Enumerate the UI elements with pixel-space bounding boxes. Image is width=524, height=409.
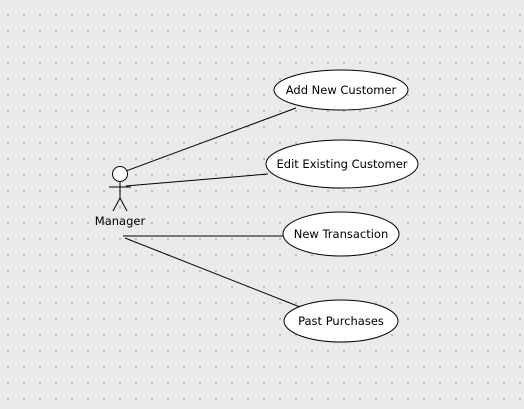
use-case-label: Past Purchases bbox=[298, 314, 384, 328]
use-case-past-purchases[interactable]: Past Purchases bbox=[283, 299, 399, 343]
use-case-edit-existing-customer[interactable]: Edit Existing Customer bbox=[265, 139, 419, 189]
use-case-label: New Transaction bbox=[294, 227, 389, 241]
use-case-new-transaction[interactable]: New Transaction bbox=[282, 211, 400, 257]
actor-right-leg bbox=[119, 197, 128, 212]
use-case-ellipse bbox=[282, 211, 400, 257]
use-case-ellipse bbox=[265, 139, 419, 189]
actor-label: Manager bbox=[95, 214, 146, 228]
use-case-ellipse bbox=[273, 69, 409, 111]
use-case-add-new-customer[interactable]: Add New Customer bbox=[273, 69, 409, 111]
use-case-ellipse bbox=[283, 299, 399, 343]
actor-manager[interactable]: Manager bbox=[95, 166, 146, 229]
actor-left-leg bbox=[112, 197, 121, 212]
association-past-purchases[interactable] bbox=[124, 237, 301, 308]
association-add-new-customer[interactable] bbox=[125, 107, 297, 172]
use-case-label: Add New Customer bbox=[286, 83, 397, 97]
association-edit-existing-customer[interactable] bbox=[125, 173, 269, 187]
actor-head bbox=[112, 166, 128, 182]
use-case-label: Edit Existing Customer bbox=[277, 157, 408, 171]
